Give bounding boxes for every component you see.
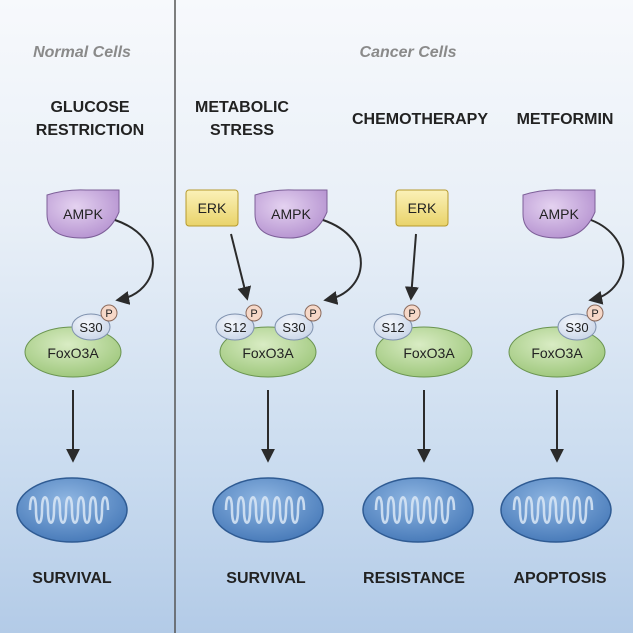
mitochondrion-normal (16, 477, 128, 543)
arrow-erk-to-s12-metabolic (230, 233, 252, 301)
mitochondrion-chemotherapy (362, 477, 474, 543)
phospho-badge-s30-metabolic: P (304, 304, 322, 322)
svg-text:ERK: ERK (408, 200, 437, 216)
phospho-badge-s12-metabolic: P (245, 304, 263, 322)
metabolic-stress-line1: METABOLIC (195, 99, 289, 116)
svg-text:AMPK: AMPK (539, 206, 579, 222)
outcome-survival-normal: SURVIVAL (32, 570, 112, 587)
s30-site-metabolic: S30 (274, 313, 314, 341)
arrow-ampk-to-s30-metabolic (322, 219, 362, 305)
svg-text:S30: S30 (79, 320, 102, 335)
arrow-ampk-to-s30-metformin (588, 219, 625, 305)
outcome-survival-cancer: SURVIVAL (226, 570, 306, 587)
erk-node-metabolic: ERK (185, 189, 239, 227)
svg-text:S30: S30 (282, 320, 305, 335)
svg-text:AMPK: AMPK (63, 206, 103, 222)
svg-text:AMPK: AMPK (271, 206, 311, 222)
svg-text:P: P (309, 308, 316, 320)
svg-text:P: P (105, 308, 112, 320)
metabolic-stress-line2: STRESS (210, 122, 274, 139)
cancer-cells-header: Cancer Cells (360, 44, 457, 61)
svg-text:P: P (408, 308, 415, 320)
svg-text:ERK: ERK (198, 200, 227, 216)
svg-text:FoxO3A: FoxO3A (47, 345, 99, 361)
svg-text:P: P (250, 308, 257, 320)
normal-cells-header: Normal Cells (33, 44, 131, 61)
svg-text:S12: S12 (381, 320, 404, 335)
phospho-badge-chemotherapy: P (403, 304, 421, 322)
phospho-badge-metformin: P (586, 304, 604, 322)
arrow-erk-to-s12-chemotherapy (404, 233, 419, 301)
s30-site-normal: S30 (71, 313, 111, 341)
erk-node-chemotherapy: ERK (395, 189, 449, 227)
mitochondrion-metformin (500, 477, 612, 543)
metformin-label: METFORMIN (517, 111, 614, 128)
ampk-node-normal: AMPK (46, 189, 120, 239)
ampk-node-metformin: AMPK (522, 189, 596, 239)
glucose-restriction-line1: GLUCOSE (50, 99, 129, 116)
s12-site-chemotherapy: S12 (373, 313, 413, 341)
s30-site-metformin: S30 (557, 313, 597, 341)
chemotherapy-label: CHEMOTHERAPY (352, 111, 488, 128)
svg-text:S12: S12 (223, 320, 246, 335)
svg-text:P: P (591, 308, 598, 320)
svg-text:S30: S30 (565, 320, 588, 335)
outcome-resistance: RESISTANCE (363, 570, 465, 587)
mitochondrion-metabolic (212, 477, 324, 543)
svg-text:FoxO3A: FoxO3A (531, 345, 583, 361)
svg-text:FoxO3A: FoxO3A (242, 345, 294, 361)
ampk-node-metabolic: AMPK (254, 189, 328, 239)
phospho-badge-normal: P (100, 304, 118, 322)
svg-text:FoxO3A: FoxO3A (403, 345, 455, 361)
glucose-restriction-line2: RESTRICTION (36, 122, 144, 139)
arrow-ampk-to-s30-normal (114, 219, 154, 305)
outcome-apoptosis: APOPTOSIS (513, 570, 606, 587)
s12-site-metabolic: S12 (215, 313, 255, 341)
